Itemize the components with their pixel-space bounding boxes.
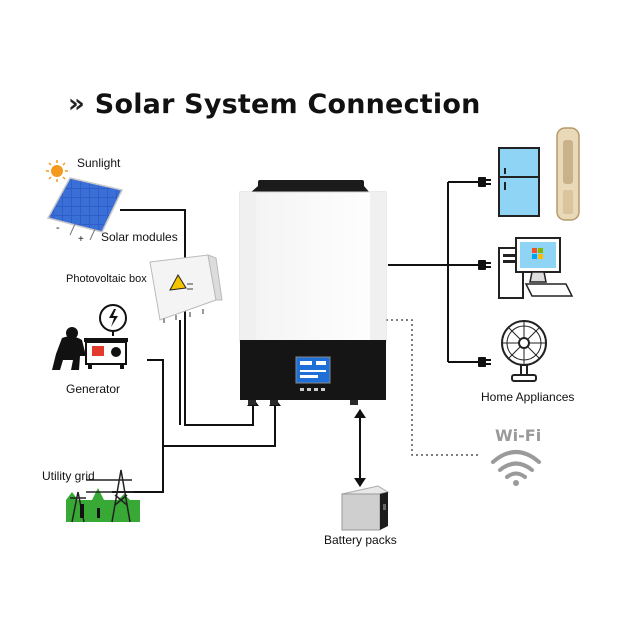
inverter-icon <box>239 180 387 405</box>
label-wifi: Wi-Fi <box>495 426 542 445</box>
refrigerator-icon <box>498 147 540 217</box>
diagram-title: » Solar System Connection <box>68 84 481 124</box>
solar-line <box>120 209 254 426</box>
grid-line <box>112 446 164 493</box>
wifi-icon <box>491 450 541 486</box>
plug-icon <box>478 357 491 367</box>
desktop-computer-icon <box>498 237 574 299</box>
panel-minus-mark: - <box>56 222 60 234</box>
solar-panel-icon <box>46 177 124 241</box>
plug-icon <box>478 260 491 270</box>
label-home-appliances: Home Appliances <box>481 390 575 404</box>
arrowheads <box>247 398 366 487</box>
plug-icon <box>478 177 491 187</box>
wifi-dotted-line <box>386 319 480 456</box>
label-photovoltaic-box: Photovoltaic box <box>66 273 147 285</box>
sun-icon <box>46 160 68 182</box>
label-battery-packs: Battery packs <box>324 533 397 547</box>
air-conditioner-icon <box>556 127 580 221</box>
connection-lines <box>112 181 480 493</box>
plug-icons <box>478 177 491 367</box>
panel-plus-mark: + <box>78 234 84 245</box>
power-pylon-icon <box>66 469 140 523</box>
label-sunlight: Sunlight <box>77 156 121 170</box>
generator-worker-icon <box>52 304 128 370</box>
label-generator: Generator <box>66 382 121 396</box>
label-solar-modules: Solar modules <box>101 230 178 244</box>
photovoltaic-box-icon <box>149 254 223 323</box>
label-utility-grid: Utility grid <box>42 469 95 483</box>
electric-fan-icon <box>501 320 547 382</box>
title-text: Solar System Connection <box>94 88 481 120</box>
battery-pack-icon <box>340 485 390 531</box>
